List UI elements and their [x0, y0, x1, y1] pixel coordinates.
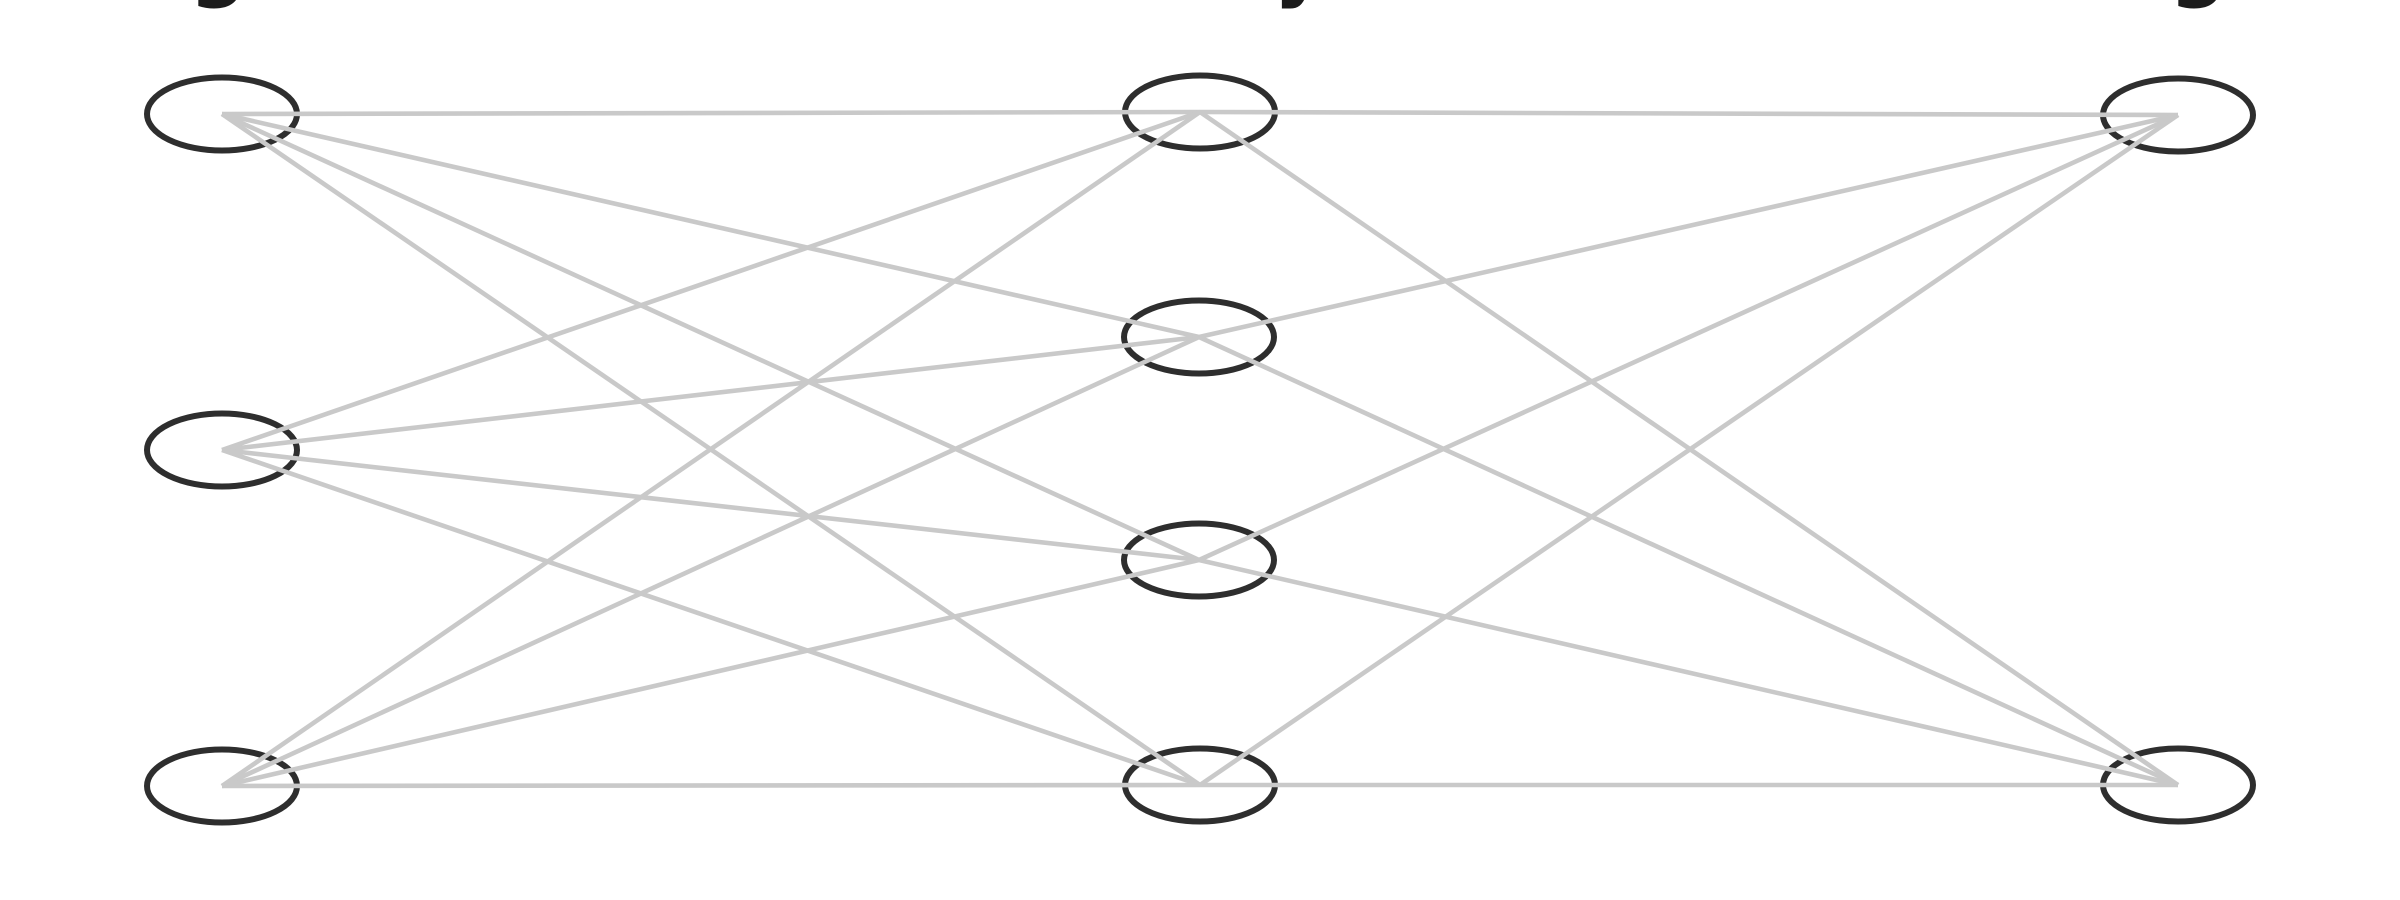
clipped-column-label-middle-column: y: [1274, 0, 1326, 10]
graph-edge-l1-m3: [221, 111, 1200, 563]
graph-edge-m4-r1: [1198, 113, 2180, 787]
graph-edge-l1-m2: [221, 111, 1200, 340]
graph-edge-l3-m4: [221, 782, 1201, 789]
graph-edge-m1-r1: [1199, 109, 2179, 118]
graph-edge-l2-m3: [221, 447, 1200, 563]
clipped-labels-layer: gyg: [189, 0, 2226, 10]
graph-edge-m2-r1: [1198, 112, 2179, 340]
nodes-layer: [144, 72, 2256, 826]
graph-edge-m3-r2: [1198, 557, 2179, 788]
graph-edge-l3-m3: [221, 557, 1200, 789]
graph-edge-l3-m1: [220, 110, 1202, 788]
graph-edge-m2-r2: [1198, 334, 2179, 788]
graph-edge-l2-m2: [221, 334, 1200, 453]
graph-edge-l2-m1: [221, 109, 1201, 453]
graph-edge-m3-r1: [1198, 112, 2179, 563]
graph-edge-l3-m2: [221, 334, 1200, 789]
edges-layer: [220, 109, 2180, 789]
clipped-column-label-left-column: g: [189, 0, 246, 10]
graph-edge-l1-m1: [221, 109, 1201, 117]
graph-edge-l2-m4: [221, 447, 1201, 788]
clipped-column-label-right-column: g: [2169, 0, 2226, 10]
